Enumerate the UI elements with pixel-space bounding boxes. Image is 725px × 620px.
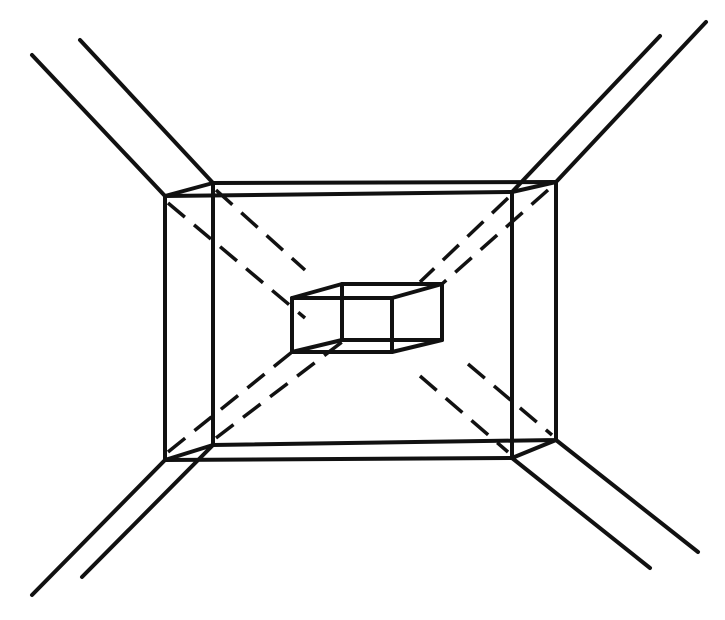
hidden-diagonal-bottom-left-2 [214,340,344,440]
hidden-diagonal-bottom-right-2 [466,362,554,437]
rail-bottom-right-inner [510,456,652,570]
large-box [163,180,558,462]
rail-top-right-outer [554,20,708,184]
rail-top-left-inner [78,38,215,185]
large-box-back-face [211,180,558,447]
large-box-edge-tl [163,181,215,198]
large-box-edge-bl [163,443,215,462]
rail-bottom-left-inner [80,443,215,579]
small-box-edge-tl [290,282,344,300]
rail-top-left-outer [30,53,167,198]
outer-rails [30,20,708,597]
small-box-edge-bl [290,338,344,354]
hidden-diagonal-bottom-right-1 [418,374,510,454]
hidden-diagonals [166,188,554,454]
small-box-edge-tr [390,282,444,300]
small-box-edge-br [390,338,444,354]
large-box-front-face [163,190,514,462]
hidden-diagonal-top-left-2 [214,188,307,272]
rail-bottom-right-outer [554,438,700,554]
rail-top-right-inner [510,34,662,194]
large-box-edge-br [510,438,558,460]
rail-bottom-left-outer [30,458,167,597]
hidden-diagonal-bottom-left-1 [166,350,294,454]
hidden-diagonal-top-left-1 [166,201,307,320]
large-box-edge-tr [510,180,558,194]
hidden-diagonal-top-right-2 [440,188,550,286]
hidden-diagonal-top-right-1 [418,196,510,284]
small-box [290,282,444,354]
